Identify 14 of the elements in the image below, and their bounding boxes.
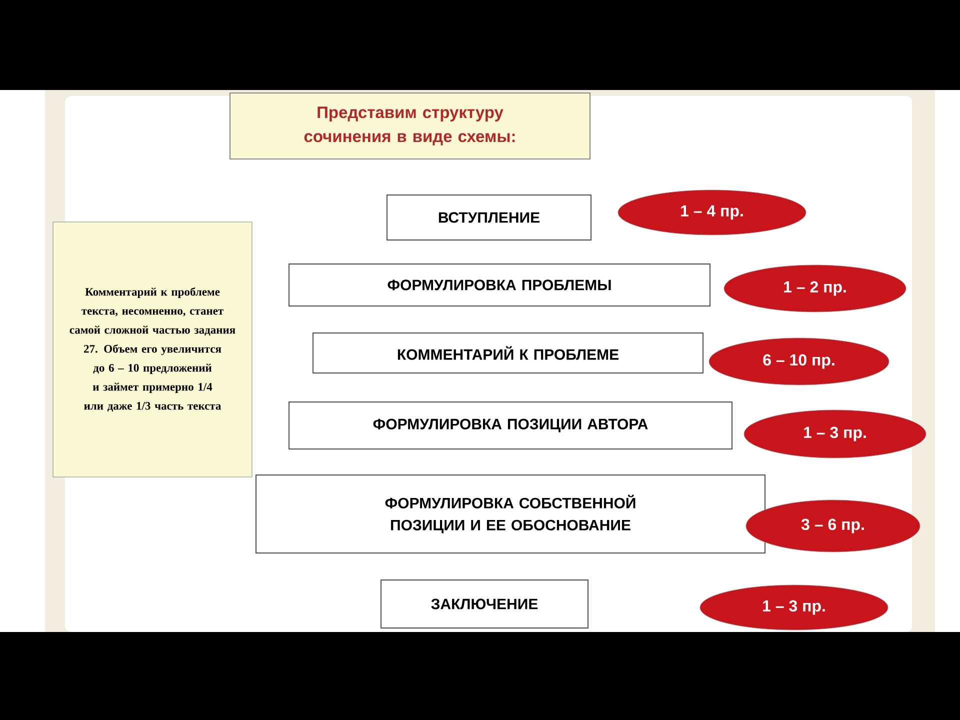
note-box: Комментарий к проблеме текста, несомненно, станет самой сложной частью задания 27. Объем его увеличится до 6 – 10 предложений и займет примерно 1/4 или даже 1/3 часть текста [52,222,252,478]
title-box: Представим структуру сочинения в виде схемы: [230,92,590,160]
text-box: ЗАКЛЮЧЕНИЕ [380,580,588,628]
count-oval: 1 – 3 пр. [744,410,926,458]
count-oval: 6 – 10 пр. [708,338,890,386]
text-box: ФОРМУЛИРОВКА ПРОБЛЕМЫ [288,264,710,306]
text-box: ФОРМУЛИРОВКА ПОЗИЦИИ АВТОРА [288,402,732,450]
count-oval: 1 – 2 пр. [724,264,906,312]
count-oval: 3 – 6 пр. [746,500,920,552]
text-box: КОММЕНТАРИЙ К ПРОБЛЕМЕ [312,332,704,374]
text-box: ФОРМУЛИРОВКА СОБСТВЕННОЙ ПОЗИЦИИ И ЕЕ ОБОСНОВАНИЕ [256,474,766,554]
count-oval: 1 – 3 пр. [700,584,888,630]
text-box: ВСТУПЛЕНИЕ [386,194,592,240]
count-oval: 1 – 4 пр. [618,190,806,236]
